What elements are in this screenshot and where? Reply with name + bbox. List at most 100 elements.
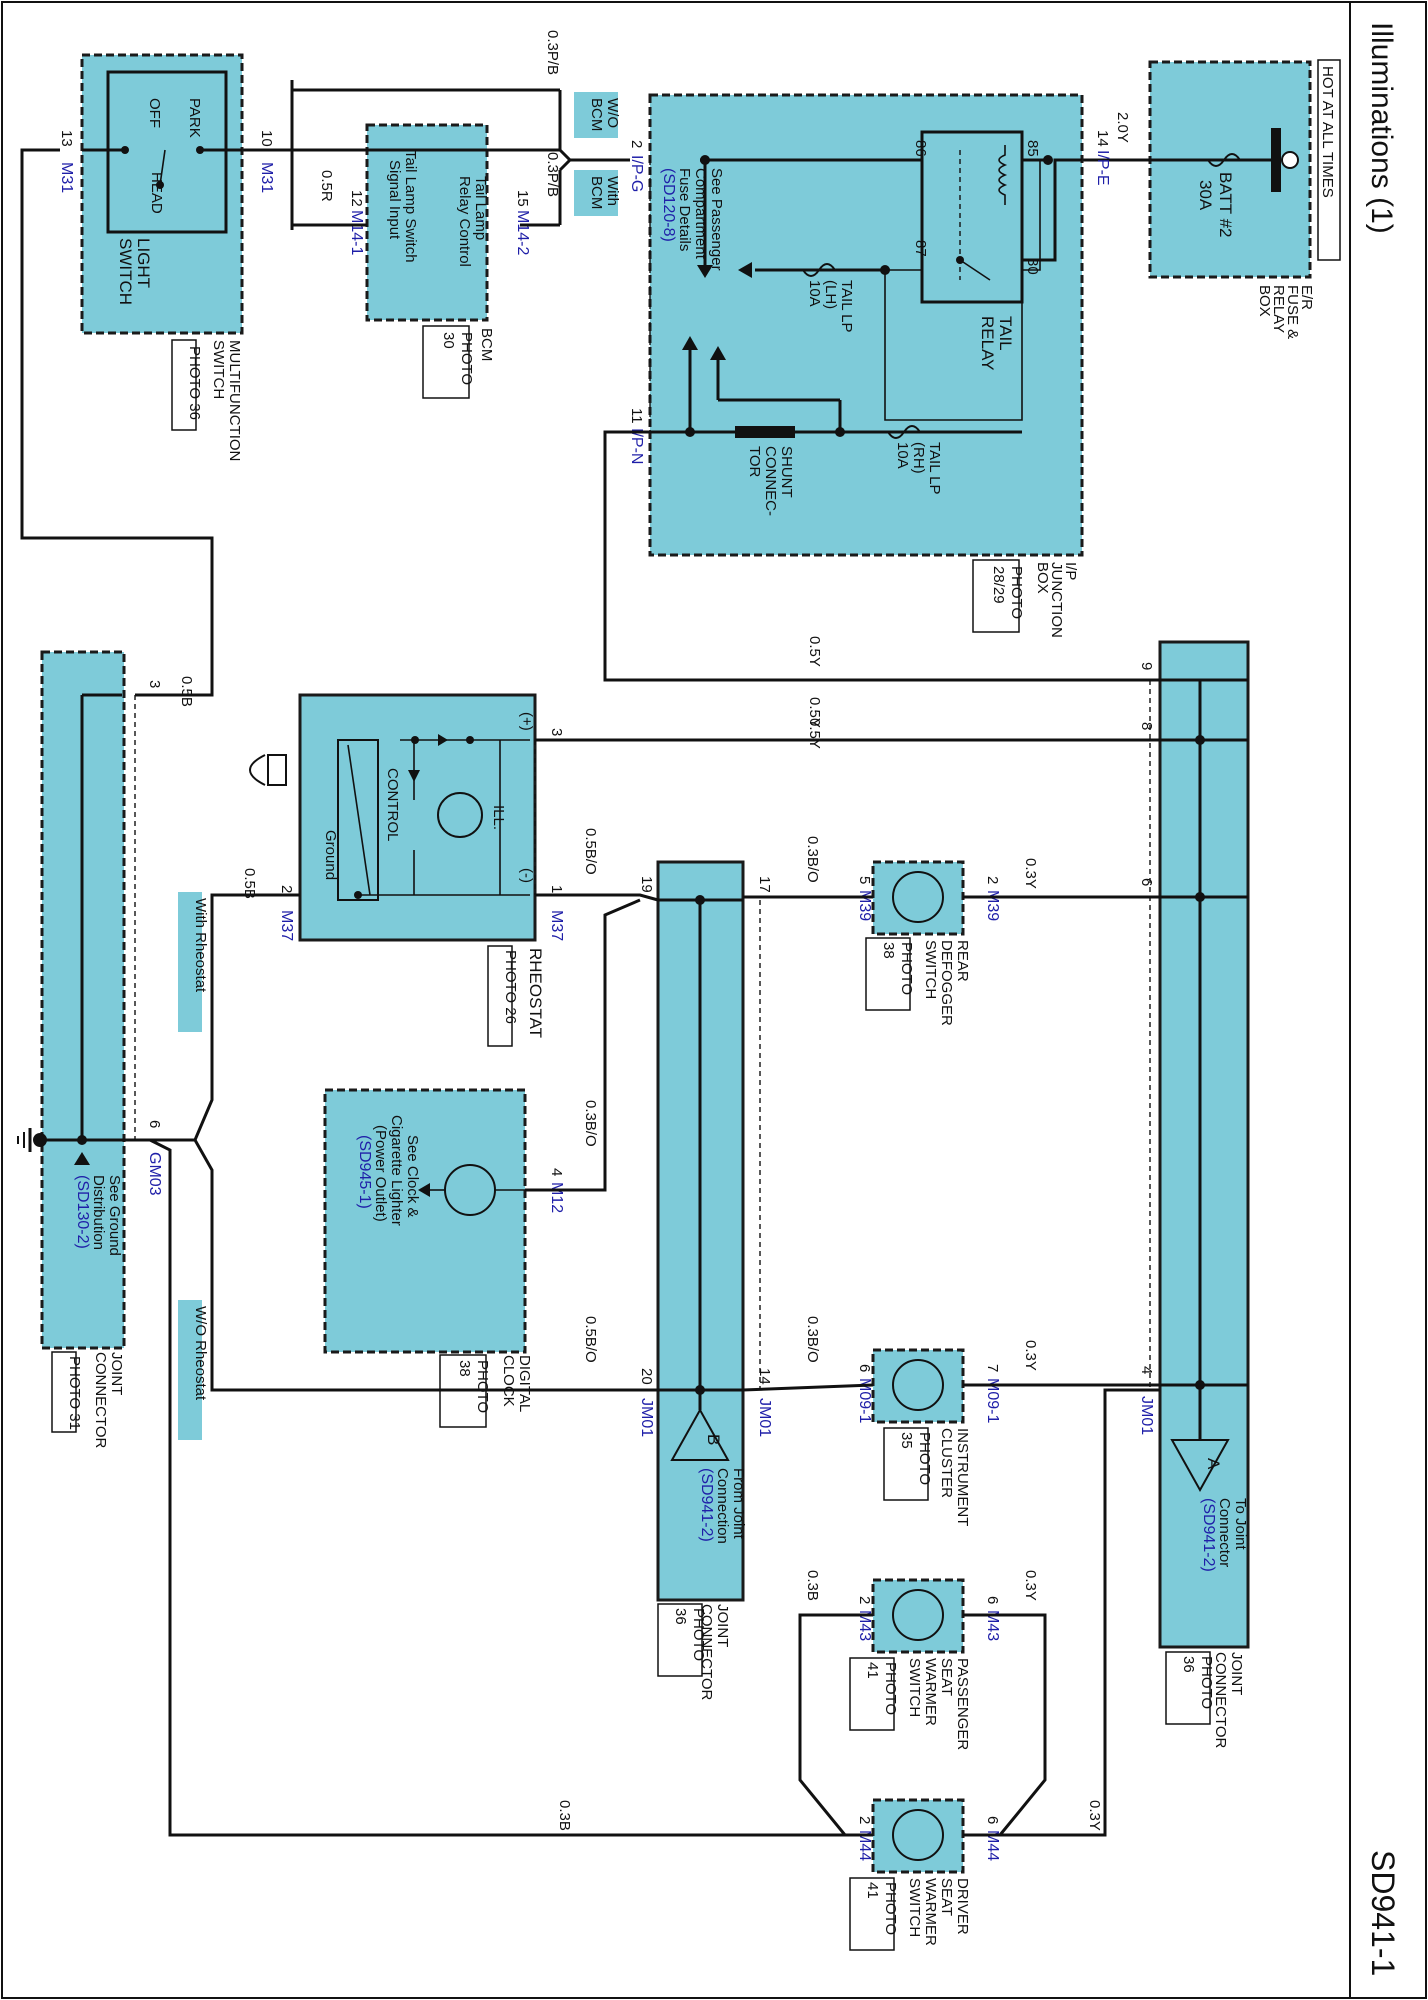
rheo-wire-1: 0.5B/O (582, 828, 599, 875)
tag-with-rheostat: With Rheostat (192, 898, 209, 993)
rheo-wire-2: 0.5B (241, 868, 258, 899)
rear-defogger-switch (871, 860, 965, 936)
pass-seat-wire-6: 0.3Y (1022, 1570, 1039, 1601)
pass-seat-pin-2: 2 (856, 1596, 873, 1604)
cluster-photo-1: PHOTO (916, 1432, 933, 1485)
sw-pos-park: PARK (186, 98, 203, 138)
ip-see-3: Fuse Details (676, 168, 693, 251)
gnd-see-ref[interactable]: (SD130-2) (74, 1175, 91, 1249)
joint-connector-a: A To Joint Connector (SD941-2) (1158, 640, 1250, 1649)
pass-seat-wire-2: 0.3B (804, 1570, 821, 1601)
pass-seat-name-3: WARMER (922, 1658, 939, 1726)
bcm-photo-1: PHOTO (458, 332, 475, 385)
gm03-connector: GM03 (146, 1152, 163, 1196)
jc-a-photo-1: PHOTO (1198, 1656, 1215, 1709)
drv-seat-conn-6: M44 (984, 1830, 1001, 1861)
tag-wo-bcm-1: W/O (604, 98, 621, 128)
multifunction-switch: PARK OFF HEAD LIGHT SWITCH (80, 53, 244, 335)
ip-junction-box: 86 85 87 30 TAIL RELAY TAIL LP (LH) 10A … (648, 93, 1084, 557)
jc-a-pin-9: 9 (1138, 662, 1155, 670)
clock-conn: M12 (548, 1182, 565, 1213)
drv-seat-conn-2: M44 (856, 1830, 873, 1861)
cluster-conn-7: M09-1 (984, 1378, 1001, 1423)
defogger-conn-2: M39 (984, 890, 1001, 921)
bcm-text-a1: Tail Lamp (472, 176, 489, 240)
defogger-pin-2: 2 (984, 876, 1001, 884)
ill-lamp-icon (437, 792, 483, 838)
digital-clock: See Clock & Cigarette Lighter (Power Out… (323, 1088, 527, 1354)
ip-photo-1: PHOTO (1008, 566, 1025, 619)
clock-photo-2: 38 (456, 1360, 473, 1377)
jc-b-photo-1: PHOTO (690, 1608, 707, 1661)
defogger-conn-5: M39 (856, 890, 873, 921)
jc-b-pin-19: 19 (638, 876, 655, 893)
clock-photo-1: PHOTO (474, 1360, 491, 1413)
bcm-text-b2: Signal Input (386, 160, 403, 240)
drv-seat-pin-2: 2 (856, 1816, 873, 1824)
pass-seat-name-2: SEAT (938, 1658, 955, 1696)
ip-see-2: Compartment (692, 168, 709, 260)
instrument-cluster (871, 1348, 965, 1424)
battery-icon (1281, 151, 1299, 169)
jc-a-wire-6: 0.3Y (1022, 858, 1039, 889)
diode-icon (438, 734, 448, 746)
relay-pin-86: 86 (912, 140, 929, 157)
joint-connector-gm03: See Ground Distribution (SD130-2) (17, 650, 126, 1350)
cluster-name-1: INSTRUMENT (954, 1428, 971, 1526)
mf-name-2: SWITCH (210, 340, 227, 399)
bcm-text-b1: Tail Lamp Switch (402, 150, 419, 263)
rheo-plus: (+) (518, 712, 535, 731)
mf-conn-10: M31 (258, 162, 275, 193)
jc-b-flag: B (704, 1434, 723, 1445)
jc-b-pin-20: 20 (638, 1368, 655, 1385)
jc-b-ref[interactable]: (SD941-2) (698, 1468, 715, 1542)
ip-see-ref[interactable]: (SD120-8) (660, 168, 677, 242)
ip-g-pin: 2 (628, 140, 645, 148)
mf-conn-13: M31 (58, 162, 75, 193)
fuse-rh-2: (RH) (910, 442, 927, 474)
jc-a-pin-4: 4 (1138, 1366, 1155, 1374)
jc-b-wire-17: 0.3B/O (804, 836, 821, 883)
tail-lp-lh-fuse-icon (802, 263, 836, 277)
arrow-down-icon (697, 265, 713, 278)
jc-a-wire-8: 0.5Y (806, 697, 823, 728)
ip-e-pin: 14 (1094, 130, 1111, 147)
ip-n-pin: 11 (628, 408, 645, 424)
cluster-pin-7: 7 (984, 1364, 1001, 1372)
clock-see-2: Cigarette Lighter (388, 1115, 405, 1226)
shunt-label-1: SHUNT (778, 446, 795, 498)
cluster-name-2: CLUSTER (938, 1428, 955, 1498)
bcm-module: Tail Lamp Relay Control Tail Lamp Switch… (365, 123, 489, 322)
joint-connector-b: B From Joint Connection (SD941-2) (656, 860, 747, 1602)
relay-coil-icon (998, 145, 1008, 205)
bcm-text-a2: Relay Control (456, 176, 473, 267)
ip-box-name-2: JUNCTION (1048, 562, 1065, 638)
gm03-pin-3: 3 (146, 680, 163, 688)
jc-b-name-1: JOINT (714, 1604, 731, 1647)
flag-b-icon (670, 1407, 730, 1461)
drv-seat-name-1: DRIVER (954, 1878, 971, 1935)
defogger-name-3: SWITCH (922, 940, 939, 999)
mf-pin-10: 10 (258, 130, 275, 147)
page-title: Illuminations (1) (1365, 22, 1398, 234)
pass-seat-photo-2: 41 (864, 1662, 881, 1679)
defogger-pin-5: 5 (856, 876, 873, 884)
clock-see-3: (Power Outlet) (372, 1125, 389, 1222)
rheo-pin-2: 2 (278, 885, 295, 893)
light-switch-1: LIGHT (134, 238, 153, 288)
cluster-pin-6: 6 (856, 1364, 873, 1372)
tail-relay (920, 130, 1024, 304)
er-box-name-1: E/R (1298, 285, 1315, 310)
jc-a-to-2: Connector (1216, 1498, 1233, 1567)
jc-a-ref[interactable]: (SD941-2) (1200, 1498, 1217, 1572)
pass-seat-name-1: PASSENGER (954, 1658, 971, 1750)
clock-see-ref[interactable]: (SD945-1) (356, 1135, 373, 1209)
ip-photo-2: 28/29 (990, 566, 1007, 604)
fuse-icon (1207, 153, 1241, 167)
defogger-name-2: DEFOGGER (938, 940, 955, 1026)
rheostat-photo: PHOTO 26 (502, 950, 519, 1024)
clock-name-1: DIGITAL (516, 1355, 533, 1412)
light-switch-2: SWITCH (116, 238, 135, 305)
knob-icon (267, 754, 287, 786)
